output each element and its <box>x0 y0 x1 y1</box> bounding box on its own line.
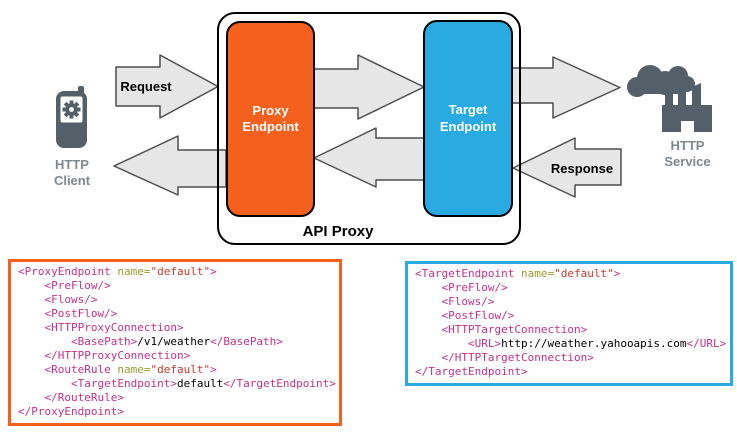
proxy-endpoint-label: Proxy Endpoint <box>242 102 299 134</box>
request-arrow <box>115 54 219 119</box>
code-line: </HTTPTargetConnection> <box>441 351 594 364</box>
proxy-endpoint-box: Proxy Endpoint <box>226 21 315 217</box>
api-proxy-label: API Proxy <box>302 223 374 240</box>
target-endpoint-label: Target Endpoint <box>439 102 497 134</box>
code-line: </TargetEndpoint> <box>415 365 528 378</box>
proxy-to-target-arrow <box>313 54 425 120</box>
client-return-arrow <box>113 135 227 196</box>
code-line: <BasePath>/v1/weather</BasePath> <box>70 335 283 348</box>
code-line: <HTTPTargetConnection> <box>441 323 588 336</box>
factory-with-smoke-icon <box>627 65 712 132</box>
response-arrow <box>512 137 622 198</box>
code-line: <URL>http://weather.yahooapis.com</URL> <box>467 337 727 350</box>
code-line: </HTTPProxyConnection> <box>44 349 191 362</box>
http-service-label: HTTP Service <box>664 138 711 170</box>
target-to-service-arrow <box>511 56 621 119</box>
code-line: <PreFlow/> <box>44 279 111 292</box>
response-label: Response <box>550 161 614 176</box>
code-line: <PreFlow/> <box>441 281 508 294</box>
code-line: </ProxyEndpoint> <box>18 405 124 418</box>
code-line: <PostFlow/> <box>44 307 118 320</box>
keypad <box>61 126 83 142</box>
http-client-label: HTTP Client <box>53 157 91 189</box>
code-line: <ProxyEndpoint name="default"> <box>18 265 217 278</box>
code-line: <PostFlow/> <box>441 309 515 322</box>
code-line: <RouteRule name="default"> <box>44 363 217 376</box>
request-label: Request <box>120 79 172 94</box>
target-to-proxy-arrow <box>313 127 425 188</box>
mobile-phone-icon <box>56 86 87 148</box>
api-proxy-container <box>217 12 521 245</box>
factory-door <box>681 121 694 132</box>
code-line: <TargetEndpoint>default</TargetEndpoint> <box>70 377 336 390</box>
gear-icon <box>62 100 81 119</box>
target-endpoint-xml-code: <TargetEndpoint name="default"> <PreFlow… <box>405 261 733 386</box>
code-line: <Flows/> <box>441 295 495 308</box>
code-line: <TargetEndpoint name="default"> <box>415 267 621 280</box>
proxy-endpoint-xml-code: <ProxyEndpoint name="default"> <PreFlow/… <box>8 259 342 426</box>
target-endpoint-box: Target Endpoint <box>423 20 513 217</box>
code-line: <HTTPProxyConnection> <box>44 321 184 334</box>
code-line: </RouteRule> <box>44 391 124 404</box>
code-line: <Flows/> <box>44 293 98 306</box>
